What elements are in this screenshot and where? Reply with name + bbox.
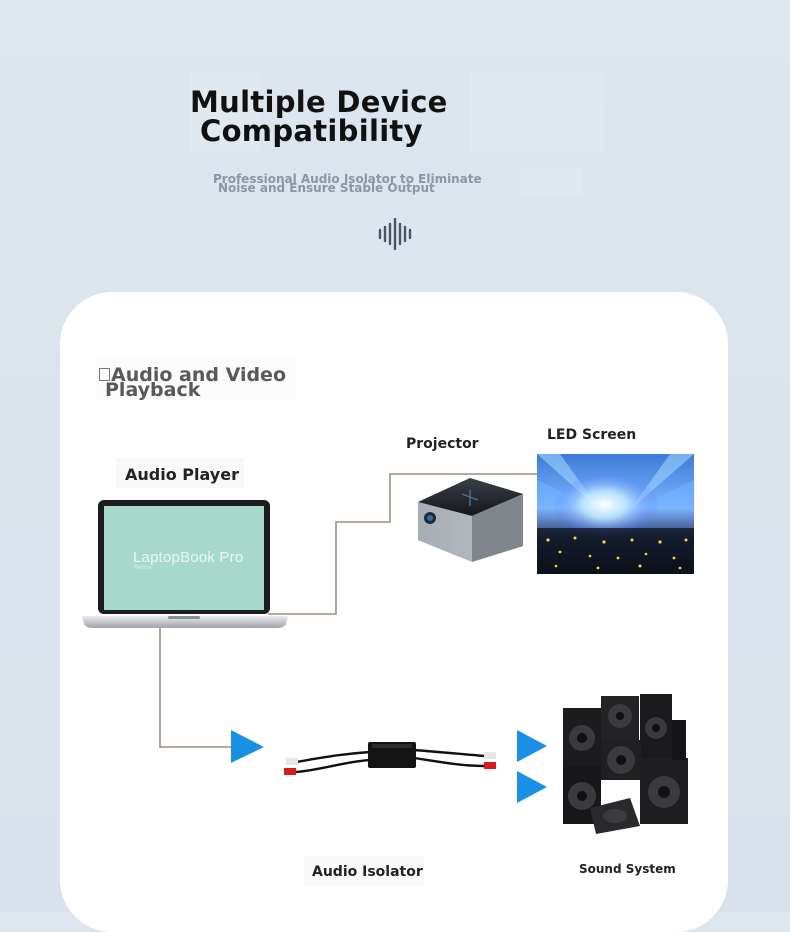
- missing-glyph-icon: [99, 368, 110, 381]
- page-subtitle: Professional Audio Isolator to Eliminate…: [213, 172, 513, 195]
- section-title-line2: Playback: [105, 379, 201, 401]
- led-screen-image: [537, 454, 694, 574]
- page-subtitle-line1: Professional Audio Isolator to Eliminate: [213, 172, 482, 186]
- audio-isolator-image: [284, 742, 496, 775]
- page-title-line2: Compatibility: [200, 114, 423, 148]
- section-title: Audio and Video Playback: [96, 356, 296, 400]
- laptop-screen-text: LaptopBook Pro: [133, 549, 244, 566]
- page-title-line1: Multiple Device: [190, 85, 448, 119]
- connector-lines: [159, 473, 538, 748]
- section-title-line1: Audio and Video: [111, 364, 286, 386]
- audio-isolator-label: Audio Isolator: [312, 864, 423, 880]
- arrow-right-icon: [517, 730, 547, 762]
- arrow-right-icon: [231, 730, 264, 763]
- arrow-right-icon: [517, 771, 547, 803]
- laptop-image: [82, 500, 288, 628]
- page-subtitle-line2: Noise and Ensure Stable Output: [218, 181, 435, 195]
- audio-player-label: Audio Player: [125, 465, 239, 484]
- connection-diagram: [82, 454, 694, 834]
- page-title: Multiple Device Compatibility: [190, 88, 470, 146]
- sound-system-label: Sound System: [579, 862, 676, 876]
- laptop-screen-subtext: Retina: [134, 565, 152, 571]
- projector-image: [418, 478, 523, 562]
- projector-label: Projector: [406, 436, 479, 452]
- sound-system-image: [563, 694, 688, 834]
- led-screen-label: LED Screen: [547, 427, 637, 443]
- sound-wave-icon: [378, 218, 412, 250]
